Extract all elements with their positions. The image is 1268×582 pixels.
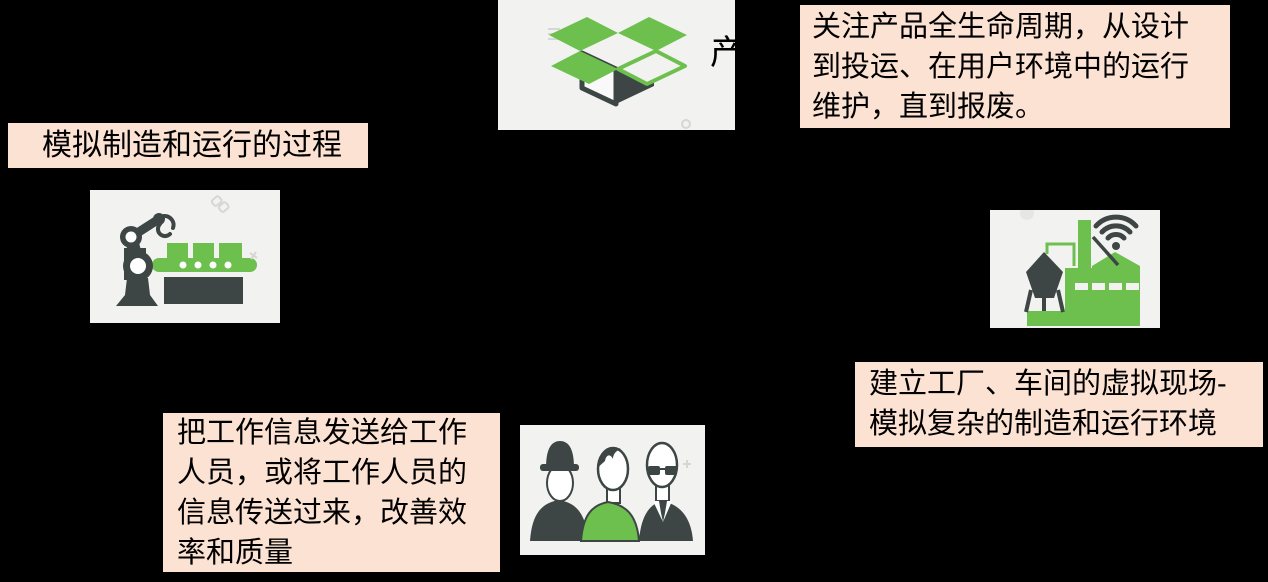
conveyor-box	[167, 243, 188, 258]
belt-roller	[179, 261, 187, 269]
callout-line: 模拟复杂的制造和运行环境	[869, 408, 1218, 440]
callout-virtual-site: 建立工厂、车间的虚拟现场- 模拟复杂的制造和运行环境	[855, 362, 1263, 447]
circle-watermark-icon	[1020, 210, 1034, 220]
callout-line: 建立工厂、车间的虚拟现场-	[869, 368, 1227, 400]
product-box-image: 产	[498, 0, 735, 130]
robot-arm-conveyor-icon	[116, 195, 258, 306]
callout-line: 到投运、在用户环境中的运行	[812, 51, 1190, 83]
work-table	[164, 277, 243, 304]
circle-watermark-icon	[681, 119, 691, 129]
workers-image	[520, 425, 705, 555]
box-flap-back-right	[618, 17, 687, 51]
conveyor-box	[193, 243, 214, 258]
open-box-icon	[548, 17, 691, 129]
factory-guy-wire	[1091, 235, 1120, 267]
worker-green-shirt	[579, 446, 641, 542]
clipped-text-product: 产	[710, 34, 735, 72]
callout-line: 模拟制造和运行的过程	[42, 129, 342, 162]
box-flap-front-left	[551, 51, 618, 84]
box-flap-back-left	[549, 17, 618, 51]
asterisk-watermark-icon	[249, 251, 258, 260]
plus-watermark-icon	[683, 460, 691, 468]
chain-watermark-icon	[210, 195, 230, 213]
callout-line: 维护，直到报废。	[812, 91, 1045, 123]
callout-line: 率和质量	[177, 537, 294, 569]
callout-line: 关注产品全生命周期，从设计	[812, 11, 1190, 43]
robot-arm	[116, 213, 176, 306]
factory-chimney	[1078, 220, 1091, 268]
worker-suit	[639, 441, 693, 541]
callout-product-lifecycle: 关注产品全生命周期，从设计 到投运、在用户环境中的运行 维护，直到报废。	[800, 5, 1230, 128]
silo	[1024, 252, 1065, 313]
callout-worker-info: 把工作信息发送给工作 人员，或将工作人员的 信息传送过来，改善效 率和质量	[163, 413, 500, 572]
conveyor-belt	[152, 258, 257, 272]
wifi-icon	[1093, 214, 1139, 250]
callout-line: 把工作信息发送给工作	[177, 417, 468, 449]
callout-line: 信息传送过来，改善效	[177, 497, 468, 529]
robot-arm-image	[90, 190, 280, 323]
three-workers-icon	[530, 441, 693, 542]
factory-pipe	[1045, 242, 1076, 266]
glasses-icon	[648, 466, 677, 475]
belt-roller	[209, 261, 217, 269]
callout-line: 人员，或将工作人员的	[177, 457, 468, 489]
box-flap-front-right	[616, 49, 687, 86]
worker-hardhat	[530, 441, 588, 541]
belt-roller	[194, 261, 202, 269]
smart-factory-image	[990, 210, 1160, 328]
belt-roller	[224, 261, 232, 269]
conveyor-box	[219, 243, 242, 258]
factory-wifi-icon	[1020, 210, 1140, 326]
callout-simulate-process: 模拟制造和运行的过程	[8, 123, 368, 168]
factory-windows	[1075, 283, 1139, 290]
